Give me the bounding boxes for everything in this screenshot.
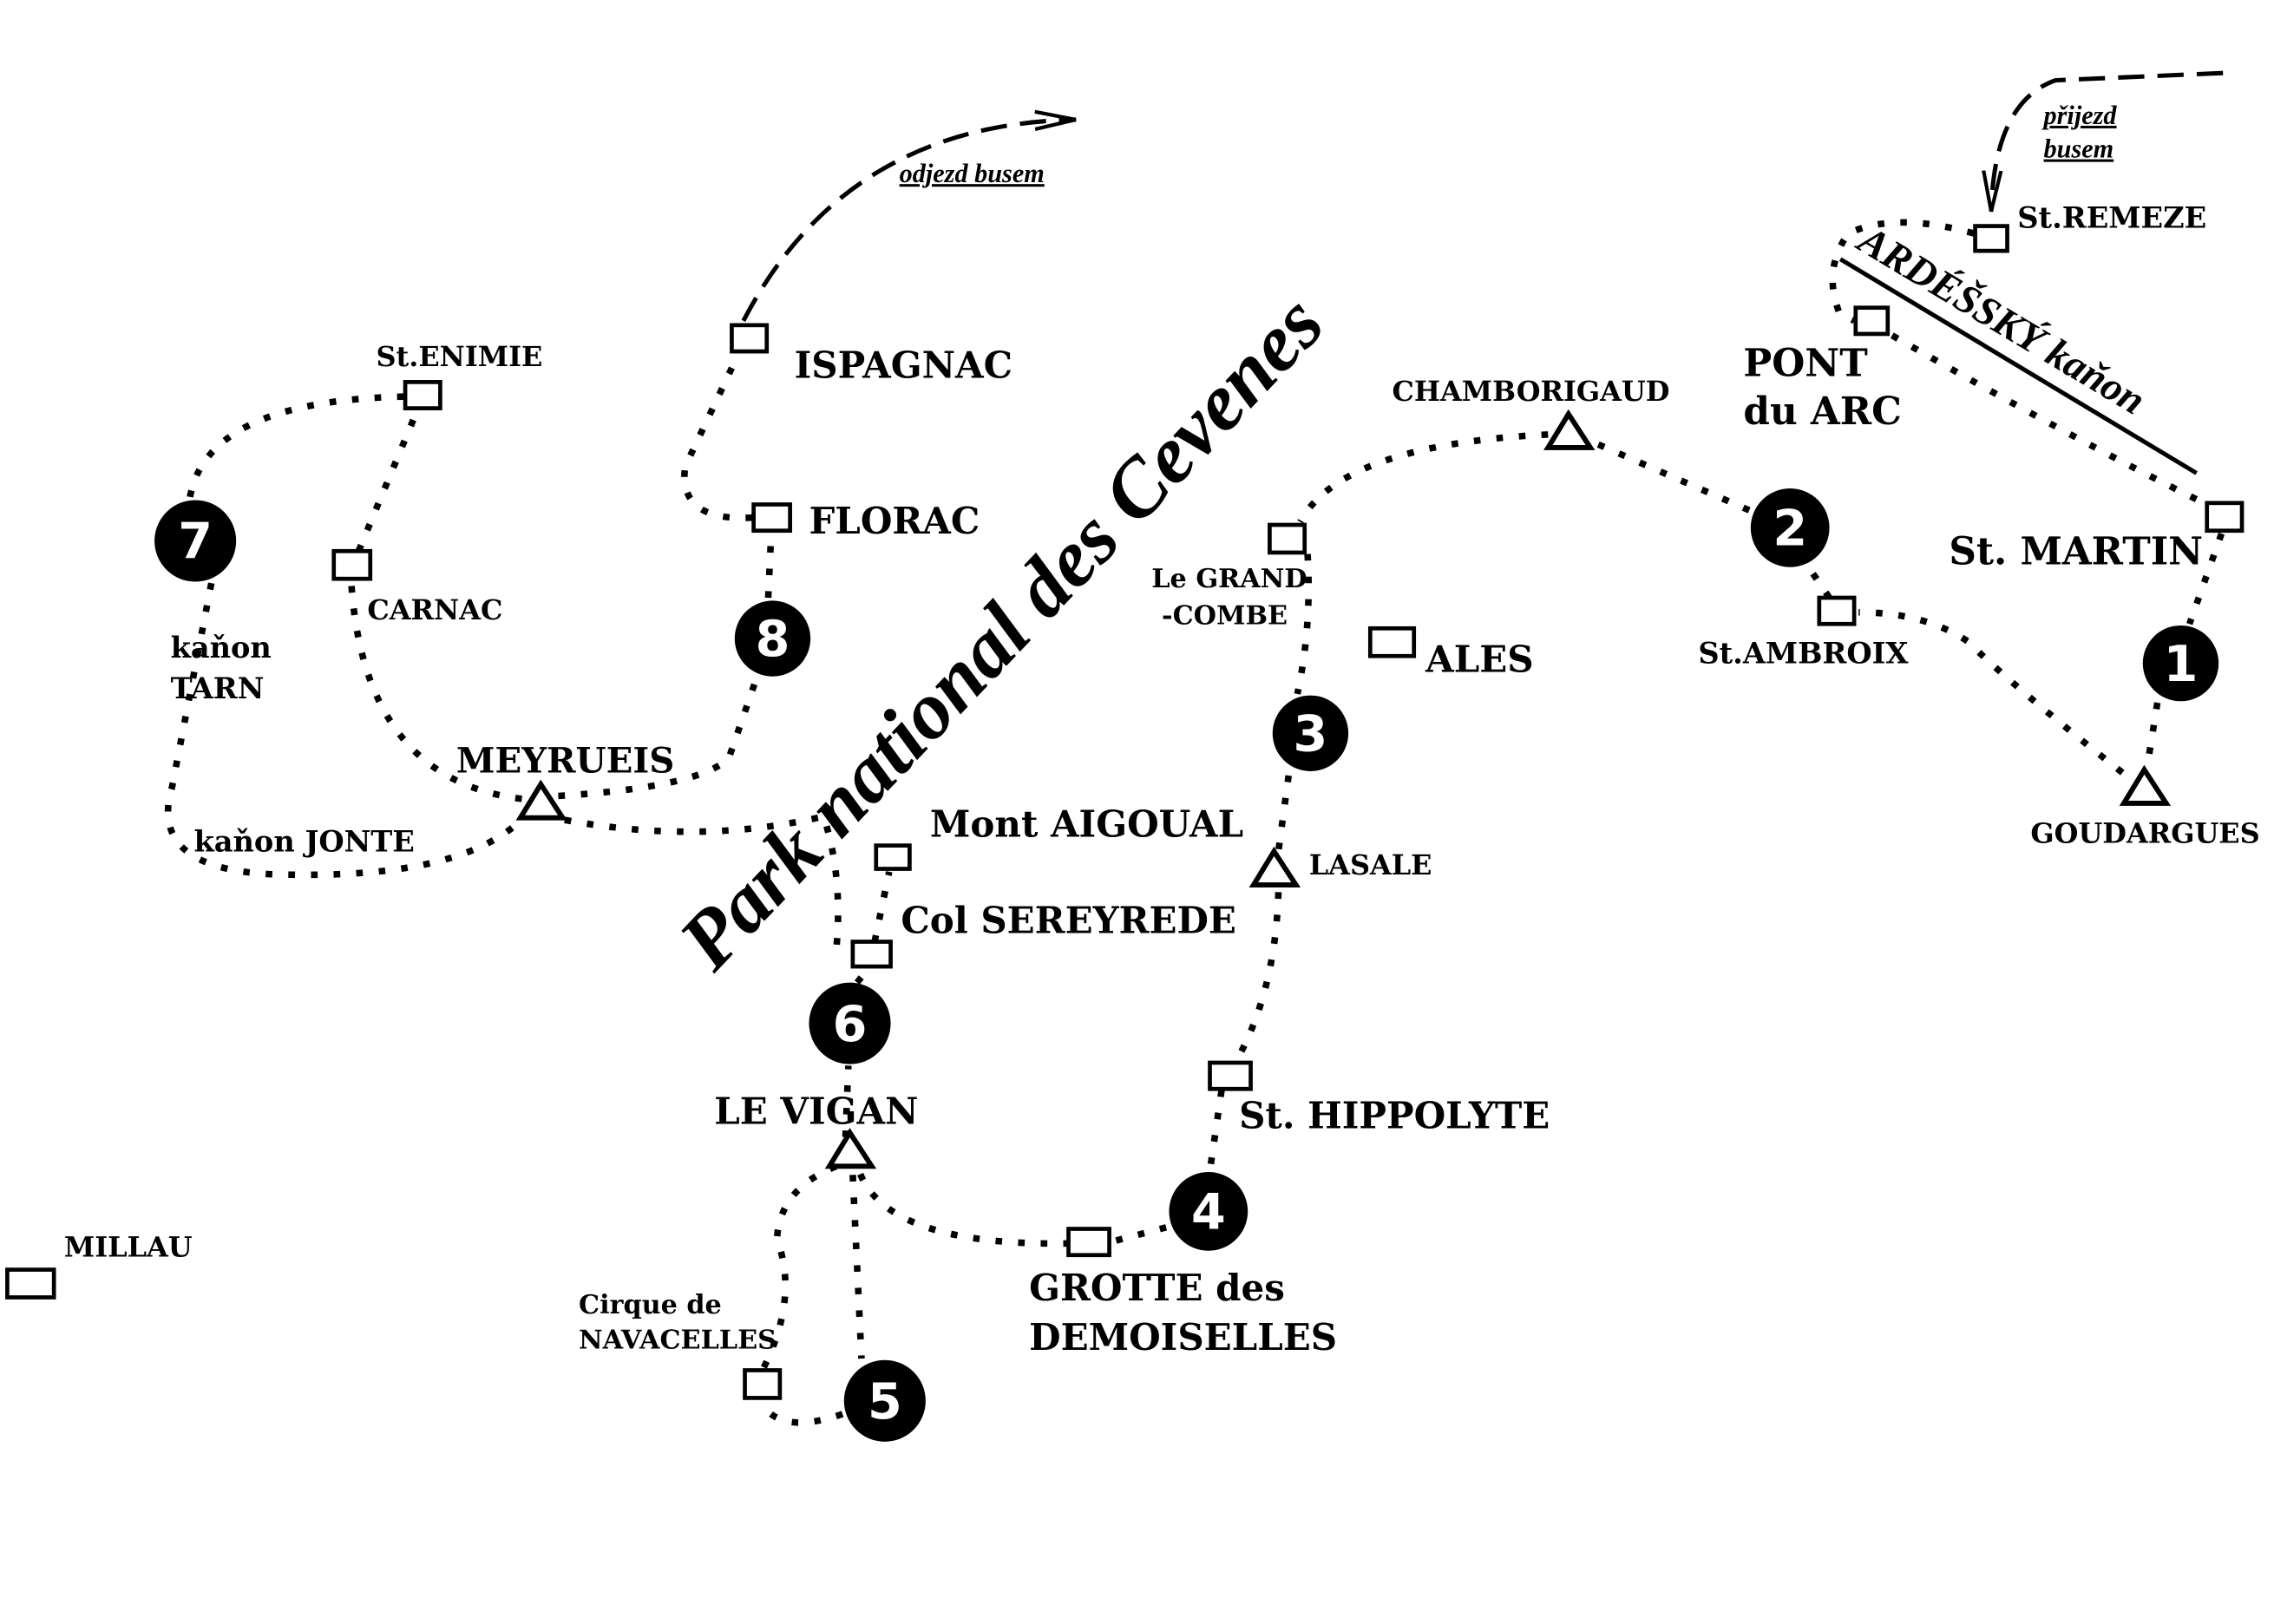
town-markers [5,224,2245,1400]
arrival-bus-path [1991,70,2224,212]
square-icon [1817,595,1857,626]
svg-text:5: 5 [868,1373,902,1431]
base-markers [515,409,2172,1169]
triangle-icon [515,779,567,821]
square-icon [850,940,893,969]
arrival-label: přijezd [2041,101,2118,130]
stage-2: 2 [1750,488,1830,567]
square-icon [331,548,373,581]
label-st-ambroix: St.AMBROIX [1698,636,1909,671]
stage-7: 7 [154,500,237,582]
label-st-enimie: St.ENIMIE [376,340,542,373]
label-ispagnac: ISPAGNAC [795,344,1012,386]
label-st-hippolyte: St. HIPPOLYTE [1239,1095,1550,1137]
departure-label: odjezd busem [900,159,1045,188]
label-st-remeze: St.REMEZE [2017,200,2206,234]
canyon-title-group: ARDÉŠSKÝ kaňon [1838,216,2198,475]
label-pont-du-arc: PONT [1743,342,1868,386]
svg-text:4: 4 [1191,1184,1226,1241]
route-paths [165,219,2225,1426]
stage-1: 1 [2142,625,2219,702]
stage-4: 4 [1169,1171,1248,1251]
stage-3: 3 [1272,695,1349,771]
label-grotte-2: DEMOISELLES [1029,1316,1337,1359]
label-chamborigaud: CHAMBORIGAUD [1393,375,1670,408]
label-grand-combe-2: -COMBE [1162,600,1288,631]
square-icon [1973,224,2009,253]
departure-bus-path [741,120,1076,322]
svg-text:6: 6 [833,996,868,1053]
stage-6: 6 [809,982,891,1064]
square-icon [1208,1060,1253,1091]
svg-text:3: 3 [1294,705,1328,763]
label-cirque-2: NAVACELLES [579,1325,777,1355]
label-grand-combe: Le GRAND [1151,564,1307,594]
label-kanon-tarn: kaňon [171,630,272,665]
svg-text:7: 7 [178,514,213,571]
square-icon [5,1267,56,1300]
stage-5: 5 [843,1359,926,1442]
stage-markers: 1 2 3 4 5 6 7 8 [154,488,2219,1442]
square-icon [874,843,912,871]
arrival-label-2: busem [2044,134,2114,164]
square-icon [1853,305,1891,337]
label-goudargues: GOUDARGUES [2030,816,2259,849]
svg-text:2: 2 [1773,501,1807,558]
label-lasale: LASALE [1309,848,1432,881]
square-icon [743,1368,783,1400]
label-grotte: GROTTE des [1029,1267,1285,1309]
town-labels: St.REMEZE PONT du ARC St. MARTIN St.AMBR… [64,200,2260,1359]
square-icon [1066,1227,1111,1258]
label-kanon-jonte: kaňon JONTE [193,823,414,858]
square-icon [730,323,770,354]
triangle-icon [1248,846,1301,887]
square-icon [1367,625,1417,658]
svg-text:1: 1 [2164,636,2199,693]
square-icon [2205,501,2245,534]
triangle-icon [824,1128,877,1169]
triangle-icon [1543,409,1596,450]
label-ales: ALES [1425,638,1533,681]
label-kanon-tarn-2: TARN [171,671,265,705]
square-icon [403,380,442,410]
stage-8: 8 [734,600,811,677]
label-florac: FLORAC [809,500,980,542]
label-st-martin: St. MARTIN [1949,529,2203,573]
label-millau: MILLAU [64,1230,193,1263]
square-icon [751,502,792,534]
canyon-underline [1838,257,2198,475]
triangle-icon [2119,764,2172,806]
square-icon [1268,522,1307,555]
label-col-sereyrede: Col SEREYREDE [901,899,1236,941]
label-pont-du-arc-2: du ARC [1743,390,1901,434]
label-meyrueis: MEYRUEIS [456,740,674,782]
label-carnac: CARNAC [367,593,502,626]
label-le-vigan: LE VIGAN [714,1090,918,1133]
label-cirque: Cirque de [579,1290,722,1320]
svg-text:8: 8 [756,611,790,668]
label-mont-aigoual: Mont AIGOUAL [930,803,1243,846]
